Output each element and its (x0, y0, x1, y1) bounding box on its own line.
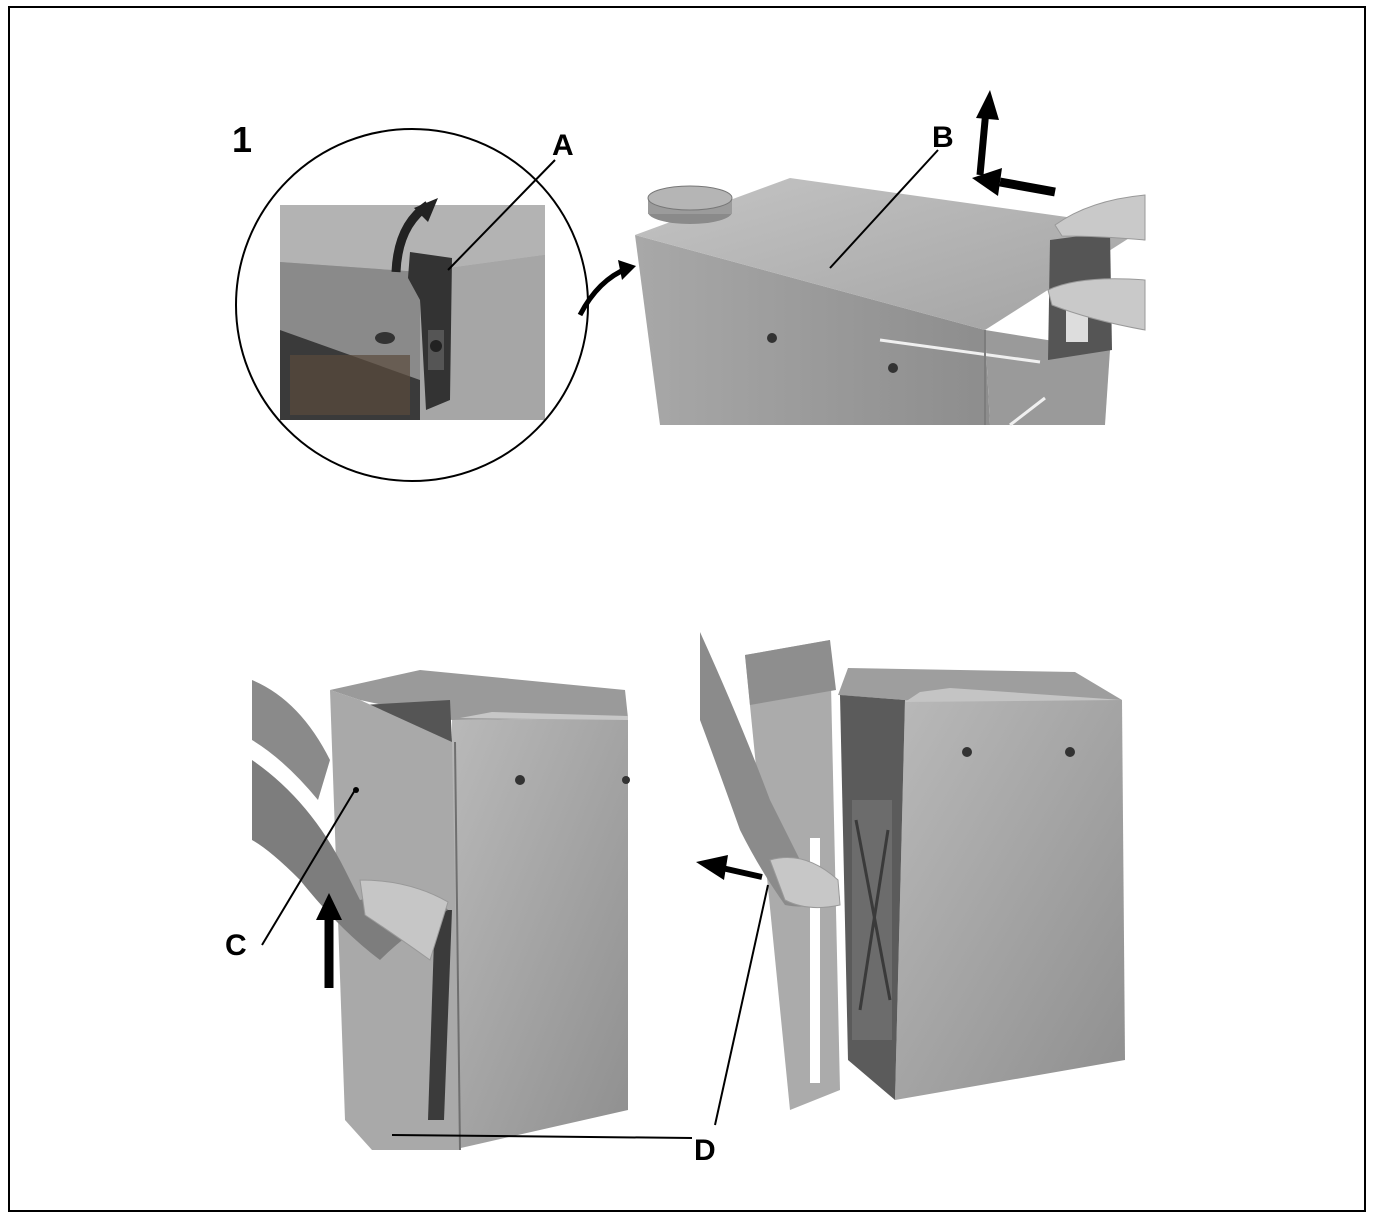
leader-line-c (261, 789, 356, 946)
callout-d: D (694, 1134, 716, 1167)
callout-c: C (225, 929, 247, 962)
lift-slide-arrow-icon (972, 90, 1056, 197)
unit-side-panel-photo-left (252, 670, 630, 1151)
step-number: 1 (232, 119, 252, 160)
curved-arrow-icon (577, 260, 636, 317)
unit-top-panel-photo (635, 149, 1146, 427)
leader-line-b (829, 149, 939, 269)
leader-line-a (447, 159, 556, 271)
left-arrow-icon (696, 855, 763, 880)
leader-line-d-left (391, 1134, 693, 1139)
leader-line-d-right (714, 884, 769, 1126)
callout-b: B (932, 121, 954, 154)
unit-side-panel-photo-right (700, 632, 1125, 1126)
callout-a: A (552, 129, 574, 162)
detail-inset-latch (235, 128, 589, 482)
up-arrow-icon (316, 893, 342, 988)
